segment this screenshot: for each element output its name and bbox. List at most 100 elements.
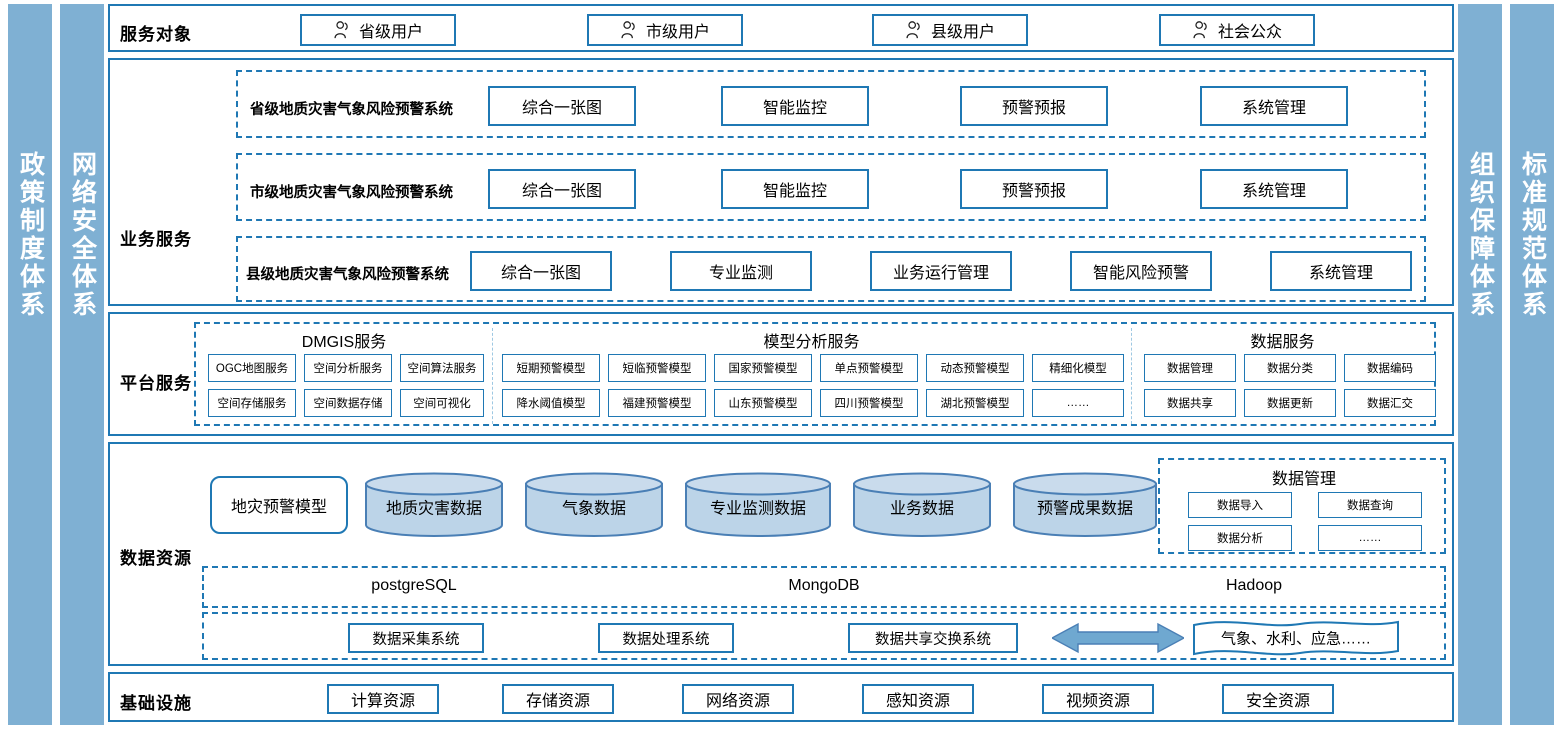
platform-group-dmgis-title: DMGIS服务 bbox=[301, 334, 387, 351]
cylinder-meteorological-data[interactable]: 气象数据 bbox=[524, 472, 664, 537]
platform-dataservice-item-5[interactable]: 数据汇交 bbox=[1344, 389, 1436, 417]
data-resources-band: 数据资源 地灾预警模型 地质灾害数据 气象数据 专业监测数据 bbox=[108, 442, 1454, 666]
databases-row: postgreSQL MongoDB Hadoop bbox=[202, 566, 1446, 608]
double-arrow-shape bbox=[1050, 622, 1186, 654]
business-item-county-4[interactable]: 系统管理 bbox=[1270, 251, 1412, 291]
business-item-provincial-1[interactable]: 智能监控 bbox=[721, 86, 869, 126]
platform-services-container: DMGIS服务 OGC地图服务 空间分析服务 空间算法服务 空间存储服务 空间数… bbox=[194, 322, 1436, 426]
platform-dmgis-item-3[interactable]: 空间存储服务 bbox=[208, 389, 296, 417]
data-management-item-0[interactable]: 数据导入 bbox=[1188, 492, 1292, 518]
platform-dataservice-item-4[interactable]: 数据更新 bbox=[1244, 389, 1336, 417]
pillar-standard-specification-system: 标准规范体系 bbox=[1510, 4, 1554, 725]
infra-item-storage[interactable]: 存储资源 bbox=[502, 684, 614, 714]
infra-item-video[interactable]: 视频资源 bbox=[1042, 684, 1154, 714]
platform-model-item-10[interactable]: 湖北预警模型 bbox=[926, 389, 1024, 417]
data-management-item-1[interactable]: 数据查询 bbox=[1318, 492, 1422, 518]
business-item-provincial-3[interactable]: 系统管理 bbox=[1200, 86, 1348, 126]
platform-model-item-9[interactable]: 四川预警模型 bbox=[820, 389, 918, 417]
system-data-processing[interactable]: 数据处理系统 bbox=[598, 623, 734, 653]
pillar-standard-label: 标准规范体系 bbox=[1518, 150, 1547, 319]
data-model-box[interactable]: 地灾预警模型 bbox=[210, 476, 348, 534]
cylinder-shape bbox=[853, 472, 991, 537]
cylinder-shape bbox=[685, 472, 831, 537]
infra-item-security[interactable]: 安全资源 bbox=[1222, 684, 1334, 714]
platform-dataservice-item-2[interactable]: 数据编码 bbox=[1344, 354, 1436, 382]
platform-model-item-1[interactable]: 短临预警模型 bbox=[608, 354, 706, 382]
business-row-municipal: 市级地质灾害气象风险预警系统 综合一张图 智能监控 预警预报 系统管理 bbox=[236, 153, 1426, 221]
platform-model-item-5[interactable]: 精细化模型 bbox=[1032, 354, 1124, 382]
business-item-municipal-0[interactable]: 综合一张图 bbox=[488, 169, 636, 209]
platform-model-item-4[interactable]: 动态预警模型 bbox=[926, 354, 1024, 382]
cylinder-shape bbox=[1013, 472, 1157, 537]
platform-model-item-0[interactable]: 短期预警模型 bbox=[502, 354, 600, 382]
pillar-policy-system: 政策制度体系 bbox=[8, 4, 52, 725]
infra-item-sensing[interactable]: 感知资源 bbox=[862, 684, 974, 714]
external-departments-label: 气象、水利、应急…… bbox=[1220, 630, 1371, 648]
user-box-county[interactable]: 县级用户 bbox=[872, 14, 1028, 46]
platform-model-item-6[interactable]: 降水阈值模型 bbox=[502, 389, 600, 417]
system-data-sharing-exchange[interactable]: 数据共享交换系统 bbox=[848, 623, 1018, 653]
platform-divider-1 bbox=[492, 328, 493, 424]
pillar-network-security-label: 网络安全体系 bbox=[68, 150, 97, 319]
pillar-policy-label: 政策制度体系 bbox=[16, 150, 45, 319]
data-resources-label: 数据资源 bbox=[120, 549, 192, 568]
double-arrow-icon bbox=[1050, 622, 1186, 654]
business-item-county-3[interactable]: 智能风险预警 bbox=[1070, 251, 1212, 291]
platform-dataservice-item-3[interactable]: 数据共享 bbox=[1144, 389, 1236, 417]
person-icon bbox=[1193, 21, 1207, 39]
business-item-county-0[interactable]: 综合一张图 bbox=[470, 251, 612, 291]
data-management-box: 数据管理 数据导入 数据查询 数据分析 …… bbox=[1158, 458, 1446, 554]
external-departments-wave[interactable]: 气象、水利、应急…… bbox=[1190, 618, 1402, 658]
cylinder-professional-monitoring-data[interactable]: 专业监测数据 bbox=[684, 472, 832, 537]
data-systems-row: 数据采集系统 数据处理系统 数据共享交换系统 气象、水利、应急…… bbox=[202, 612, 1446, 660]
infra-item-compute[interactable]: 计算资源 bbox=[327, 684, 439, 714]
business-services-label: 业务服务 bbox=[120, 230, 192, 249]
platform-model-item-3[interactable]: 单点预警模型 bbox=[820, 354, 918, 382]
cylinder-warning-result-data[interactable]: 预警成果数据 bbox=[1012, 472, 1158, 537]
business-item-municipal-1[interactable]: 智能监控 bbox=[721, 169, 869, 209]
pillar-organization-label: 组织保障体系 bbox=[1466, 150, 1495, 319]
platform-dmgis-item-1[interactable]: 空间分析服务 bbox=[304, 354, 392, 382]
platform-group-model-title: 模型分析服务 bbox=[763, 334, 860, 351]
infrastructure-band: 基础设施 计算资源 存储资源 网络资源 感知资源 视频资源 安全资源 bbox=[108, 672, 1454, 722]
business-item-provincial-0[interactable]: 综合一张图 bbox=[488, 86, 636, 126]
platform-dmgis-item-2[interactable]: 空间算法服务 bbox=[400, 354, 484, 382]
business-item-municipal-3[interactable]: 系统管理 bbox=[1200, 169, 1348, 209]
cylinder-geo-disaster-label: 地质灾害数据 bbox=[385, 499, 482, 517]
person-icon bbox=[906, 21, 920, 39]
cylinder-business-data[interactable]: 业务数据 bbox=[852, 472, 992, 537]
business-row-provincial-title: 省级地质灾害气象风险预警系统 bbox=[250, 102, 453, 118]
system-data-collection[interactable]: 数据采集系统 bbox=[348, 623, 484, 653]
data-management-item-2[interactable]: 数据分析 bbox=[1188, 525, 1292, 551]
business-item-provincial-2[interactable]: 预警预报 bbox=[960, 86, 1108, 126]
pillar-network-security-system: 网络安全体系 bbox=[60, 4, 104, 725]
business-item-county-2[interactable]: 业务运行管理 bbox=[870, 251, 1012, 291]
user-box-municipal-label: 市级用户 bbox=[645, 24, 710, 41]
platform-group-dataservice-title: 数据服务 bbox=[1250, 334, 1315, 351]
platform-model-item-11[interactable]: …… bbox=[1032, 389, 1124, 417]
business-item-county-1[interactable]: 专业监测 bbox=[670, 251, 812, 291]
person-icon bbox=[334, 21, 348, 39]
cylinder-geo-disaster-data[interactable]: 地质灾害数据 bbox=[364, 472, 504, 537]
platform-dmgis-item-5[interactable]: 空间可视化 bbox=[400, 389, 484, 417]
platform-dataservice-item-0[interactable]: 数据管理 bbox=[1144, 354, 1236, 382]
business-row-county: 县级地质灾害气象风险预警系统 综合一张图 专业监测 业务运行管理 智能风险预警 … bbox=[236, 236, 1426, 302]
infra-item-network[interactable]: 网络资源 bbox=[682, 684, 794, 714]
cylinder-shape bbox=[525, 472, 663, 537]
business-item-municipal-2[interactable]: 预警预报 bbox=[960, 169, 1108, 209]
user-box-provincial[interactable]: 省级用户 bbox=[300, 14, 456, 46]
platform-dmgis-item-0[interactable]: OGC地图服务 bbox=[208, 354, 296, 382]
platform-model-item-7[interactable]: 福建预警模型 bbox=[608, 389, 706, 417]
user-box-municipal[interactable]: 市级用户 bbox=[587, 14, 743, 46]
platform-model-item-8[interactable]: 山东预警模型 bbox=[714, 389, 812, 417]
user-box-public[interactable]: 社会公众 bbox=[1159, 14, 1315, 46]
platform-dmgis-item-4[interactable]: 空间数据存储 bbox=[304, 389, 392, 417]
data-management-item-3[interactable]: …… bbox=[1318, 525, 1422, 551]
platform-model-item-2[interactable]: 国家预警模型 bbox=[714, 354, 812, 382]
platform-dataservice-item-1[interactable]: 数据分类 bbox=[1244, 354, 1336, 382]
user-box-county-label: 县级用户 bbox=[930, 24, 995, 41]
service-objects-label: 服务对象 bbox=[120, 25, 192, 44]
business-row-provincial: 省级地质灾害气象风险预警系统 综合一张图 智能监控 预警预报 系统管理 bbox=[236, 70, 1426, 138]
service-objects-band: 服务对象 省级用户 市级用户 县级用户 bbox=[108, 4, 1454, 52]
